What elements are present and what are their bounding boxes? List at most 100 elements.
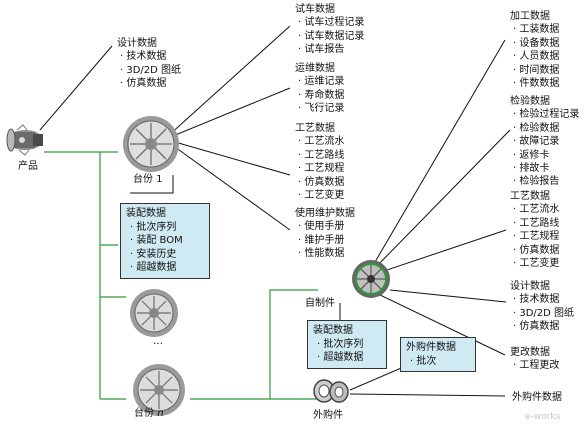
group-title: 检验数据 xyxy=(510,96,550,107)
group-process-right: 工艺数据 工艺流水 工艺路线 工艺规程 仿真数据 工艺变更 xyxy=(510,190,559,270)
selfmade-label: 自制件 xyxy=(305,298,335,309)
selfmade-assembly-box: 装配数据 批次序列 超越数据 xyxy=(307,320,387,369)
list-item: 工装数据 xyxy=(513,23,559,36)
unit1-label: 台份 1 xyxy=(133,174,163,185)
line-unit1-process xyxy=(167,139,291,176)
group-ops: 运维数据 运维记录 寿命数据 飞行记录 xyxy=(295,62,344,116)
list-item: 故障记录 xyxy=(513,135,579,148)
line-self-inspect xyxy=(374,129,511,269)
list-item: 仿真数据 xyxy=(513,320,574,333)
list-item: 试车数据记录 xyxy=(298,30,364,43)
list-item: 工艺规程 xyxy=(298,162,344,175)
list-item: 技术数据 xyxy=(513,293,574,306)
unitn-label-suffix: n xyxy=(157,408,164,419)
group-change: 更改数据 工程更改 xyxy=(510,346,559,373)
line-self-machining xyxy=(374,39,506,263)
unitn-label-prefix: 台份 xyxy=(134,408,158,419)
group-purchased-right: 外购件数据 xyxy=(512,391,562,404)
unitn-label: 台份 n xyxy=(134,407,164,420)
list-item: 技术数据 xyxy=(120,50,181,63)
group-process-top: 工艺数据 工艺流水 工艺路线 工艺规程 仿真数据 工艺变更 xyxy=(295,122,344,202)
line-self-design xyxy=(389,289,507,303)
group-title: 更改数据 xyxy=(510,347,550,358)
product-engine-icon xyxy=(6,124,43,156)
purchased-label: 外购件 xyxy=(313,410,343,421)
list-item: 批次序列 xyxy=(130,221,204,235)
list-item: 超越数据 xyxy=(130,261,204,275)
list-item: 3D/2D 图纸 xyxy=(513,307,574,320)
list-item: 工艺路线 xyxy=(298,149,344,162)
list-item: 工艺变更 xyxy=(298,189,344,202)
ellipsis-label: … xyxy=(153,336,163,347)
group-trial: 试车数据 试车过程记录 试车数据记录 试车报告 xyxy=(295,3,364,57)
box-title: 装配数据 xyxy=(313,325,353,336)
line-product-design xyxy=(39,45,113,131)
list-item: 件数数据 xyxy=(513,77,559,90)
purchased-data-box: 外购件数据 批次 xyxy=(400,337,476,372)
group-title: 外购件数据 xyxy=(512,392,562,403)
list-item: 仿真数据 xyxy=(120,77,181,90)
line-unit1-brace xyxy=(130,175,174,194)
list-item: 工艺变更 xyxy=(513,257,559,270)
list-item: 时间数据 xyxy=(513,64,559,77)
group-title: 运维数据 xyxy=(295,63,335,74)
watermark: e-works xyxy=(525,412,561,422)
box-title: 装配数据 xyxy=(126,208,166,219)
list-item: 仿真数据 xyxy=(298,176,344,189)
selfmade-engine-icon xyxy=(352,260,390,298)
line-self-change xyxy=(379,294,506,356)
purchased-bearing-icon xyxy=(313,379,349,403)
list-item: 超越数据 xyxy=(317,351,381,365)
list-item: 检验过程记录 xyxy=(513,108,579,121)
unit1-engine-icon xyxy=(123,116,179,172)
list-item: 工艺流水 xyxy=(298,135,344,148)
list-item: 返修卡 xyxy=(513,149,579,162)
list-item: 寿命数据 xyxy=(298,89,344,102)
list-item: 装配 BOM xyxy=(130,234,204,248)
list-item: 人员数据 xyxy=(513,50,559,63)
list-item: 性能数据 xyxy=(298,247,355,260)
group-inspect: 检验数据 检验过程记录 检验数据 故障记录 返修卡 排故卡 检验报告 xyxy=(510,95,579,189)
group-title: 设计数据 xyxy=(117,38,157,49)
unitn-engine-icon xyxy=(133,364,185,416)
assembly-data-box: 装配数据 批次序列 装配 BOM 安装历史 超越数据 xyxy=(120,203,210,279)
line-unit1-trial xyxy=(167,25,291,137)
line-unit1-ops xyxy=(167,87,291,139)
group-title: 工艺数据 xyxy=(295,123,335,134)
line-purch-right xyxy=(349,393,506,397)
list-item: 使用手册 xyxy=(298,220,355,233)
list-item: 工程更改 xyxy=(513,359,559,372)
box-title: 外购件数据 xyxy=(406,342,456,353)
list-item: 试车报告 xyxy=(298,43,364,56)
list-item: 批次序列 xyxy=(317,338,381,352)
list-item: 设备数据 xyxy=(513,37,559,50)
list-item: 检验报告 xyxy=(513,175,579,188)
group-title: 试车数据 xyxy=(295,4,335,15)
group-title: 加工数据 xyxy=(510,11,550,22)
line-unit1-maint xyxy=(167,141,291,231)
group-design-top: 设计数据 技术数据 3D/2D 图纸 仿真数据 xyxy=(117,37,181,91)
product-label: 产品 xyxy=(18,161,38,172)
list-item: 3D/2D 图纸 xyxy=(120,64,181,77)
group-machining: 加工数据 工装数据 设备数据 人员数据 时间数据 件数数据 xyxy=(510,10,559,90)
list-item: 仿真数据 xyxy=(513,244,559,257)
list-item: 批次 xyxy=(410,355,470,369)
group-title: 设计数据 xyxy=(510,281,550,292)
group-design-right: 设计数据 技术数据 3D/2D 图纸 仿真数据 xyxy=(510,280,574,334)
unit2-engine-icon xyxy=(130,289,178,337)
group-title: 工艺数据 xyxy=(510,191,550,202)
list-item: 试车过程记录 xyxy=(298,16,364,29)
group-maint: 使用维护数据 使用手册 维护手册 性能数据 xyxy=(295,207,355,261)
list-item: 工艺路线 xyxy=(513,217,559,230)
line-self-process xyxy=(374,229,507,275)
list-item: 工艺流水 xyxy=(513,203,559,216)
list-item: 检验数据 xyxy=(513,122,579,135)
list-item: 排故卡 xyxy=(513,162,579,175)
group-title: 使用维护数据 xyxy=(295,208,355,219)
list-item: 运维记录 xyxy=(298,75,344,88)
list-item: 安装历史 xyxy=(130,248,204,262)
list-item: 工艺规程 xyxy=(513,230,559,243)
green-to-self xyxy=(190,289,318,400)
